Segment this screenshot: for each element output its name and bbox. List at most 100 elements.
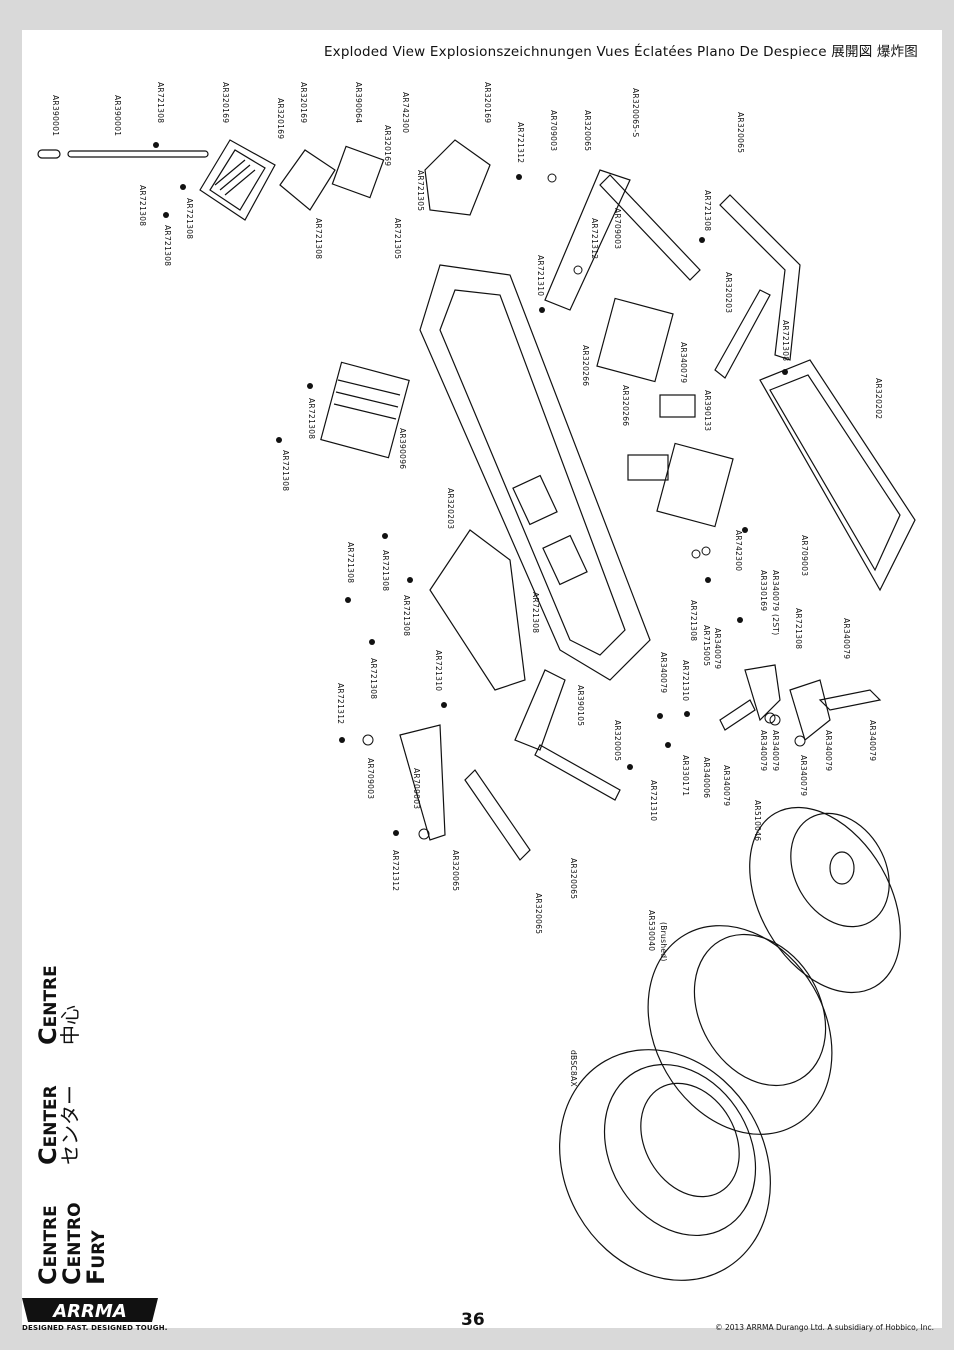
part-label: AR721310 [681,660,690,702]
part-label: AR721308 [381,550,390,592]
receiver [331,145,385,199]
part-label: AR721308 [163,225,172,267]
part-label: AR721310 [434,650,443,692]
hinge-pin-long [67,150,209,158]
top-margin [0,0,954,30]
part-label: AR709003 [800,535,809,577]
part-label: AR742300 [401,92,410,134]
part-label: AR320065 [451,850,460,892]
servo-mount [627,394,696,481]
part-label: AR721312 [391,850,400,892]
part-label: AR721308 [346,542,355,584]
part-label: AR320266 [621,385,630,427]
part-label: AR530040 [647,910,656,952]
part-label: AR340006 [702,757,711,799]
part-label: AR320005 [613,720,622,762]
part-label: AR721308 [156,82,165,124]
part-label: AR340079 [771,730,780,772]
part-label: AR721308 [781,320,790,362]
logo-tagline: DESIGNED FAST. DESIGNED TOUGH. [22,1324,168,1332]
servo [656,442,734,528]
part-label: AR390105 [576,685,585,727]
part-label: AR721308 [314,218,323,260]
part-label: AR709003 [549,110,558,152]
part-label: AR709003 [613,208,622,250]
part-label: AR721310 [536,255,545,297]
part-label: AR320169 [276,98,285,140]
camber-link [399,724,446,841]
wheel-rim [749,806,901,994]
part-label: AR709003 [412,768,421,810]
main-chassis [419,264,651,681]
part-label: AR721308 [703,190,712,232]
part-label: AR390133 [703,390,712,432]
part-label: AR721308 [402,595,411,637]
part-label: AR320202 [874,378,883,420]
part-label: AR340079 [713,628,722,670]
part-label: AR340079 [799,755,808,797]
receiver-box [424,139,491,216]
part-label: AR340079 [679,342,688,384]
page-header-title: Exploded View Explosionszeichnungen Vues… [323,44,918,60]
part-label: AR715005 [702,625,711,667]
part-label: (Brushed) [659,922,668,962]
lower-arm-left [464,669,621,861]
part-label: dBSC8AX [569,1050,578,1087]
part-label: AR721305 [393,218,402,260]
part-label: AR709003 [366,758,375,800]
battery-strap [714,289,771,379]
part-label: AR340079 [722,765,731,807]
part-label: AR340079 [759,730,768,772]
tire [559,1049,771,1281]
part-label: AR390001 [51,95,60,137]
part-label: AR721308 [138,185,147,227]
part-label: AR330169 [759,570,768,612]
part-label: AR721308 [281,450,290,492]
esc-heatsink [320,361,410,459]
part-label: AR721308 [689,600,698,642]
part-label: AR320065 [583,110,592,152]
battery-pack [596,297,674,383]
part-label: AR330171 [681,755,690,797]
part-label: AR390001 [113,95,122,137]
part-label: AR320203 [446,488,455,530]
part-label: AR320169 [483,82,492,124]
part-label: AR721308 [531,592,540,634]
part-label: AR721308 [794,608,803,650]
part-label: AR340079 (2ST) [771,570,780,636]
part-label: AR721310 [649,780,658,822]
part-label: AR742300 [734,530,743,572]
svg-text:ARRMA: ARRMA [51,1301,127,1322]
part-label: AR721308 [307,398,316,440]
part-label: AR320065-S [631,88,640,138]
part-label: AR510046 [753,800,762,842]
steering-linkage [719,664,882,742]
part-label: AR340079 [824,730,833,772]
part-label: AR721312 [516,122,525,164]
part-label: AR320065 [736,112,745,154]
part-label: AR390064 [354,82,363,124]
copyright-notice: © 2013 ARRMA Durango Ltd. A subsidiary o… [715,1323,934,1332]
part-label: AR320065 [534,893,543,935]
part-label: AR320169 [383,125,392,167]
part-label: AR320266 [581,345,590,387]
tire-insert [647,925,833,1135]
part-label: AR721312 [590,218,599,260]
upper-arm-right [544,169,701,311]
part-label: AR721305 [416,170,425,212]
receiver-box-cover [199,139,276,221]
part-label: AR320065 [569,858,578,900]
part-label: AR340079 [659,652,668,694]
hinge-pin-short [37,149,61,159]
part-label: AR390096 [398,428,407,470]
part-label: AR340079 [868,720,877,762]
part-label: AR340079 [842,618,851,660]
electronics-tray [429,529,526,691]
part-label: AR721308 [369,658,378,700]
part-label: AR721312 [336,683,345,725]
side-guard [759,359,916,592]
part-label: AR721308 [185,198,194,240]
part-label: AR320169 [299,82,308,124]
arrma-logo: ARRMA [22,1298,158,1322]
